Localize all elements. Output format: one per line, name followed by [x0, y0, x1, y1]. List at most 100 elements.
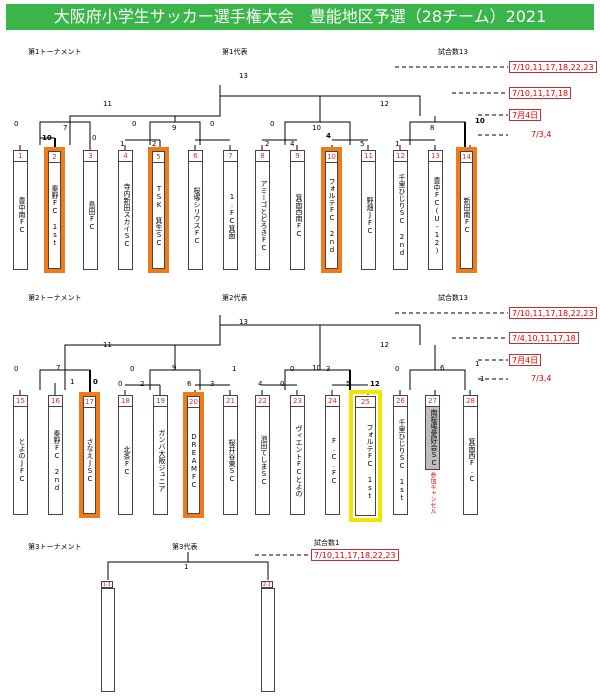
page-title: 大阪府小学生サッカー選手権大会 豊能地区予選（28チーム）2021 — [6, 4, 594, 30]
team-box — [101, 588, 115, 692]
score: 0 — [210, 120, 215, 128]
score: 0 — [14, 365, 19, 373]
t2-games: 試合数13 — [438, 294, 468, 302]
schedule-label: 7月4日 — [509, 354, 542, 366]
t1-label: 第1トーナメント — [28, 48, 82, 56]
cancel-note: 参加キャンセル — [429, 472, 436, 514]
score: 1 — [232, 365, 237, 373]
t2-rep: 第2代表 — [222, 294, 248, 302]
score: 2 — [140, 380, 145, 388]
score: 0 — [14, 120, 19, 128]
score: 1 — [70, 378, 75, 386]
score: 10 — [475, 117, 485, 125]
t2-semi-left: 11 — [103, 341, 112, 349]
winner-frame — [349, 390, 382, 522]
score: 1 — [480, 375, 485, 383]
score: 10 — [42, 134, 52, 142]
score: 0 — [93, 378, 98, 386]
score: 5 — [346, 380, 351, 388]
score: 4 — [290, 140, 295, 148]
t1-final: 13 — [239, 72, 248, 80]
t2-semi-right: 12 — [380, 341, 389, 349]
score: 4 — [326, 132, 331, 140]
t3-right-slot: 2-1位 — [261, 581, 273, 595]
schedule-label: 7/4,10,11,17,18 — [509, 332, 579, 344]
score: 3 — [210, 380, 215, 388]
t3-left-slot: 1-1位 — [101, 581, 113, 595]
t1-q1: 7 — [63, 124, 68, 132]
t2-q4: 6 — [440, 364, 445, 372]
schedule-label: 7/10,11,17,18,22,23 — [311, 549, 399, 561]
score: 4 — [258, 380, 263, 388]
score: 5 — [360, 140, 365, 148]
score: 0 — [395, 365, 400, 373]
t1-semi-right: 12 — [380, 100, 389, 108]
score: 0 — [132, 120, 137, 128]
highlight-frame — [456, 147, 477, 273]
highlight-frame — [44, 147, 65, 273]
t2-q2: 9 — [172, 364, 177, 372]
score: 1 — [395, 140, 400, 148]
t2-final: 13 — [239, 318, 248, 326]
t1-q2: 9 — [172, 124, 177, 132]
score: 2 — [152, 140, 157, 148]
schedule-label: 7/3,4 — [531, 374, 552, 383]
score: 0 — [92, 134, 97, 142]
t1-q3: 10 — [312, 124, 321, 132]
score: 1 — [120, 140, 125, 148]
score: 0 — [270, 120, 275, 128]
team-box — [261, 588, 275, 692]
score: 6 — [187, 380, 192, 388]
highlight-frame — [321, 147, 342, 273]
t1-rep: 第1代表 — [222, 48, 248, 56]
score: 0 — [118, 380, 123, 388]
schedule-label: 7/10,11,17,18 — [509, 87, 572, 99]
t2-q1: 7 — [56, 364, 61, 372]
t1-q4: 8 — [430, 124, 435, 132]
highlight-frame — [183, 392, 204, 518]
score: 0 — [130, 365, 135, 373]
t3-games: 試合数1 — [314, 539, 340, 547]
score: 0 — [280, 380, 285, 388]
highlight-frame — [79, 392, 100, 518]
score: 12 — [370, 380, 380, 388]
t2-label: 第2トーナメント — [28, 294, 82, 302]
t3-rep: 第3代表 — [172, 543, 198, 551]
score: 1 — [475, 360, 480, 368]
t1-semi-left: 11 — [103, 100, 112, 108]
highlight-frame — [148, 147, 169, 273]
score: 2 — [265, 140, 270, 148]
t1-games: 試合数13 — [438, 48, 468, 56]
schedule-label: 7/10,11,17,18,22,23 — [509, 307, 597, 319]
t3-label: 第3トーナメント — [28, 543, 82, 551]
schedule-label: 7月4日 — [509, 109, 542, 121]
